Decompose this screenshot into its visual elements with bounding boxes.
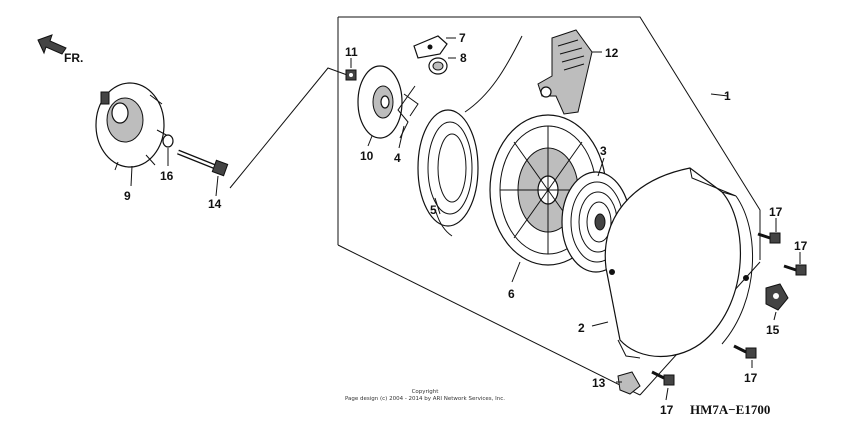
flange-bolt-part xyxy=(783,264,807,276)
front-direction-label: FR. xyxy=(64,51,83,65)
callout-5: 5 xyxy=(430,203,437,217)
bolt-part xyxy=(177,149,229,177)
collar-part xyxy=(428,57,448,75)
starter-rope-part xyxy=(417,35,523,237)
starter-pulley-part xyxy=(95,82,171,171)
callout-17: 17 xyxy=(794,239,808,253)
callout-12: 12 xyxy=(605,46,619,60)
starter-case-part xyxy=(604,167,754,359)
callout-2: 2 xyxy=(578,321,585,335)
leader-lines xyxy=(130,37,801,401)
callout-17: 17 xyxy=(769,205,783,219)
callout-8: 8 xyxy=(460,51,467,65)
nut-part xyxy=(345,69,357,81)
starter-grip-part xyxy=(537,29,593,115)
flange-bolt-part xyxy=(733,344,757,359)
callout-16: 16 xyxy=(160,169,174,183)
spring-clip-part xyxy=(397,85,419,139)
callout-15: 15 xyxy=(766,323,780,337)
flange-bolt-part xyxy=(651,370,675,386)
callout-11: 11 xyxy=(345,45,358,59)
callout-3: 3 xyxy=(600,144,607,158)
callout-13: 13 xyxy=(592,376,606,390)
friction-plate-part xyxy=(357,65,403,139)
copyright-line: Page design (c) 2004 - 2014 by ARI Netwo… xyxy=(345,396,505,402)
guide-insert-part xyxy=(765,283,789,311)
callout-7: 7 xyxy=(459,31,466,45)
callout-1: 1 xyxy=(724,89,731,103)
callout-17: 17 xyxy=(660,403,674,417)
copyright-title: Copyright xyxy=(412,389,440,395)
callout-4: 4 xyxy=(394,151,401,165)
front-arrow-icon xyxy=(37,34,67,55)
callout-17: 17 xyxy=(744,371,758,385)
callout-14: 14 xyxy=(208,197,222,211)
callout-6: 6 xyxy=(508,287,515,301)
diagram-code: HM7A−E1700 xyxy=(690,402,770,417)
flange-bolt-part xyxy=(757,232,781,244)
rope-guide-part xyxy=(617,371,641,395)
ratchet-part xyxy=(413,35,448,59)
washer-part xyxy=(162,134,174,148)
callout-10: 10 xyxy=(360,149,374,163)
callout-9: 9 xyxy=(124,189,131,203)
